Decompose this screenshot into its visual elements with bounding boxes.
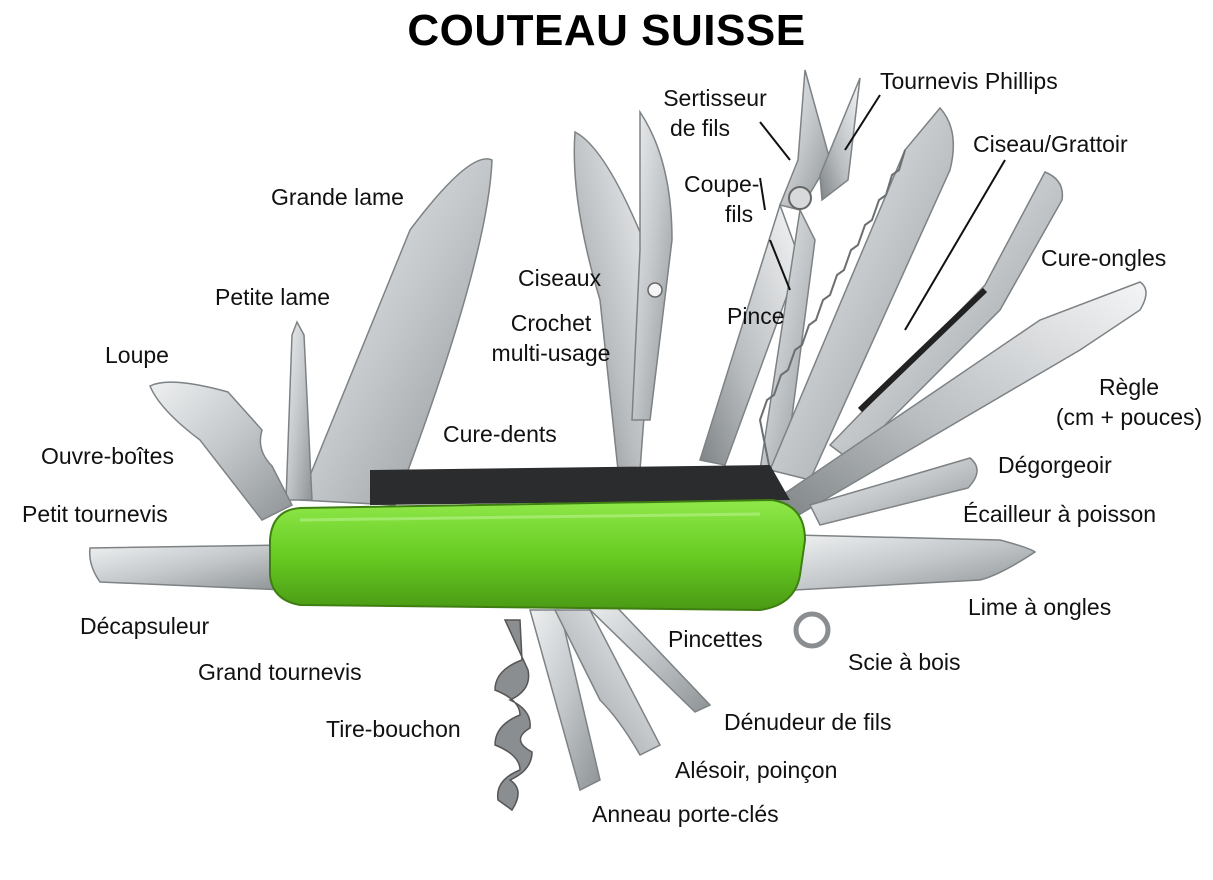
tool-tournevis-gauche <box>88 544 286 591</box>
label-alesoir: Alésoir, poinçon <box>675 757 838 783</box>
label-degorgeoir: Dégorgeoir <box>998 452 1112 478</box>
label-decapsuleur: Décapsuleur <box>80 613 210 639</box>
label-grand-tournevis: Grand tournevis <box>198 659 362 685</box>
tool-loupe-ouvre-boites <box>149 381 294 521</box>
label-loupe: Loupe <box>105 342 169 368</box>
label-denudeur: Dénudeur de fils <box>724 709 892 735</box>
tool-scie <box>758 106 955 481</box>
label-grande-lame: Grande lame <box>271 184 404 210</box>
tool-ciseau-grattoir <box>828 171 1064 461</box>
label-cure-ongles: Cure-ongles <box>1041 245 1167 271</box>
label-tire-bouchon: Tire-bouchon <box>326 716 461 742</box>
label-crochet-1: Crochet <box>510 310 592 336</box>
tool-ciseaux <box>573 109 673 471</box>
tool-tire-bouchon <box>494 619 533 812</box>
label-anneau: Anneau porte-clés <box>592 801 779 827</box>
tool-lame-droite <box>794 534 1037 591</box>
tool-grande-lame <box>298 158 493 506</box>
label-ecailleur: Écailleur à poisson <box>963 501 1157 527</box>
tool-pince <box>699 69 861 471</box>
label-lime: Lime à ongles <box>968 594 1112 620</box>
label-pincettes: Pincettes <box>668 626 763 652</box>
key-ring <box>793 611 831 649</box>
knife-handle <box>269 498 807 612</box>
label-ciseau-grattoir: Ciseau/Grattoir <box>973 131 1128 157</box>
leader-lines <box>759 94 1006 331</box>
tool-bas-outils <box>529 599 712 792</box>
tool-degorgeoir-ecailleur <box>808 457 978 526</box>
label-regle-2: (cm + pouces) <box>1055 404 1203 430</box>
label-petite-lame: Petite lame <box>215 284 331 310</box>
knife-frame <box>370 465 790 505</box>
diagram-title: COUTEAU SUISSE <box>407 6 806 55</box>
label-ciseaux: Ciseaux <box>518 265 602 291</box>
label-regle-1: Règle <box>1098 374 1160 400</box>
label-sertisseur-1: Sertisseur <box>663 85 767 111</box>
label-ouvre-boites: Ouvre-boîtes <box>41 443 174 469</box>
label-coupe-fils-2: fils <box>725 201 754 227</box>
label-coupe-fils-1: Coupe- <box>684 171 760 197</box>
label-tournevis-phillips: Tournevis Phillips <box>880 68 1058 94</box>
label-petit-tournevis: Petit tournevis <box>22 501 168 527</box>
label-scie-bois: Scie à bois <box>848 649 961 675</box>
label-sertisseur-2: de fils <box>669 115 731 141</box>
label-pince: Pince <box>727 303 785 329</box>
label-cure-dents: Cure-dents <box>443 421 557 447</box>
tool-petite-lame <box>285 320 313 501</box>
label-crochet-2: multi-usage <box>491 340 611 366</box>
